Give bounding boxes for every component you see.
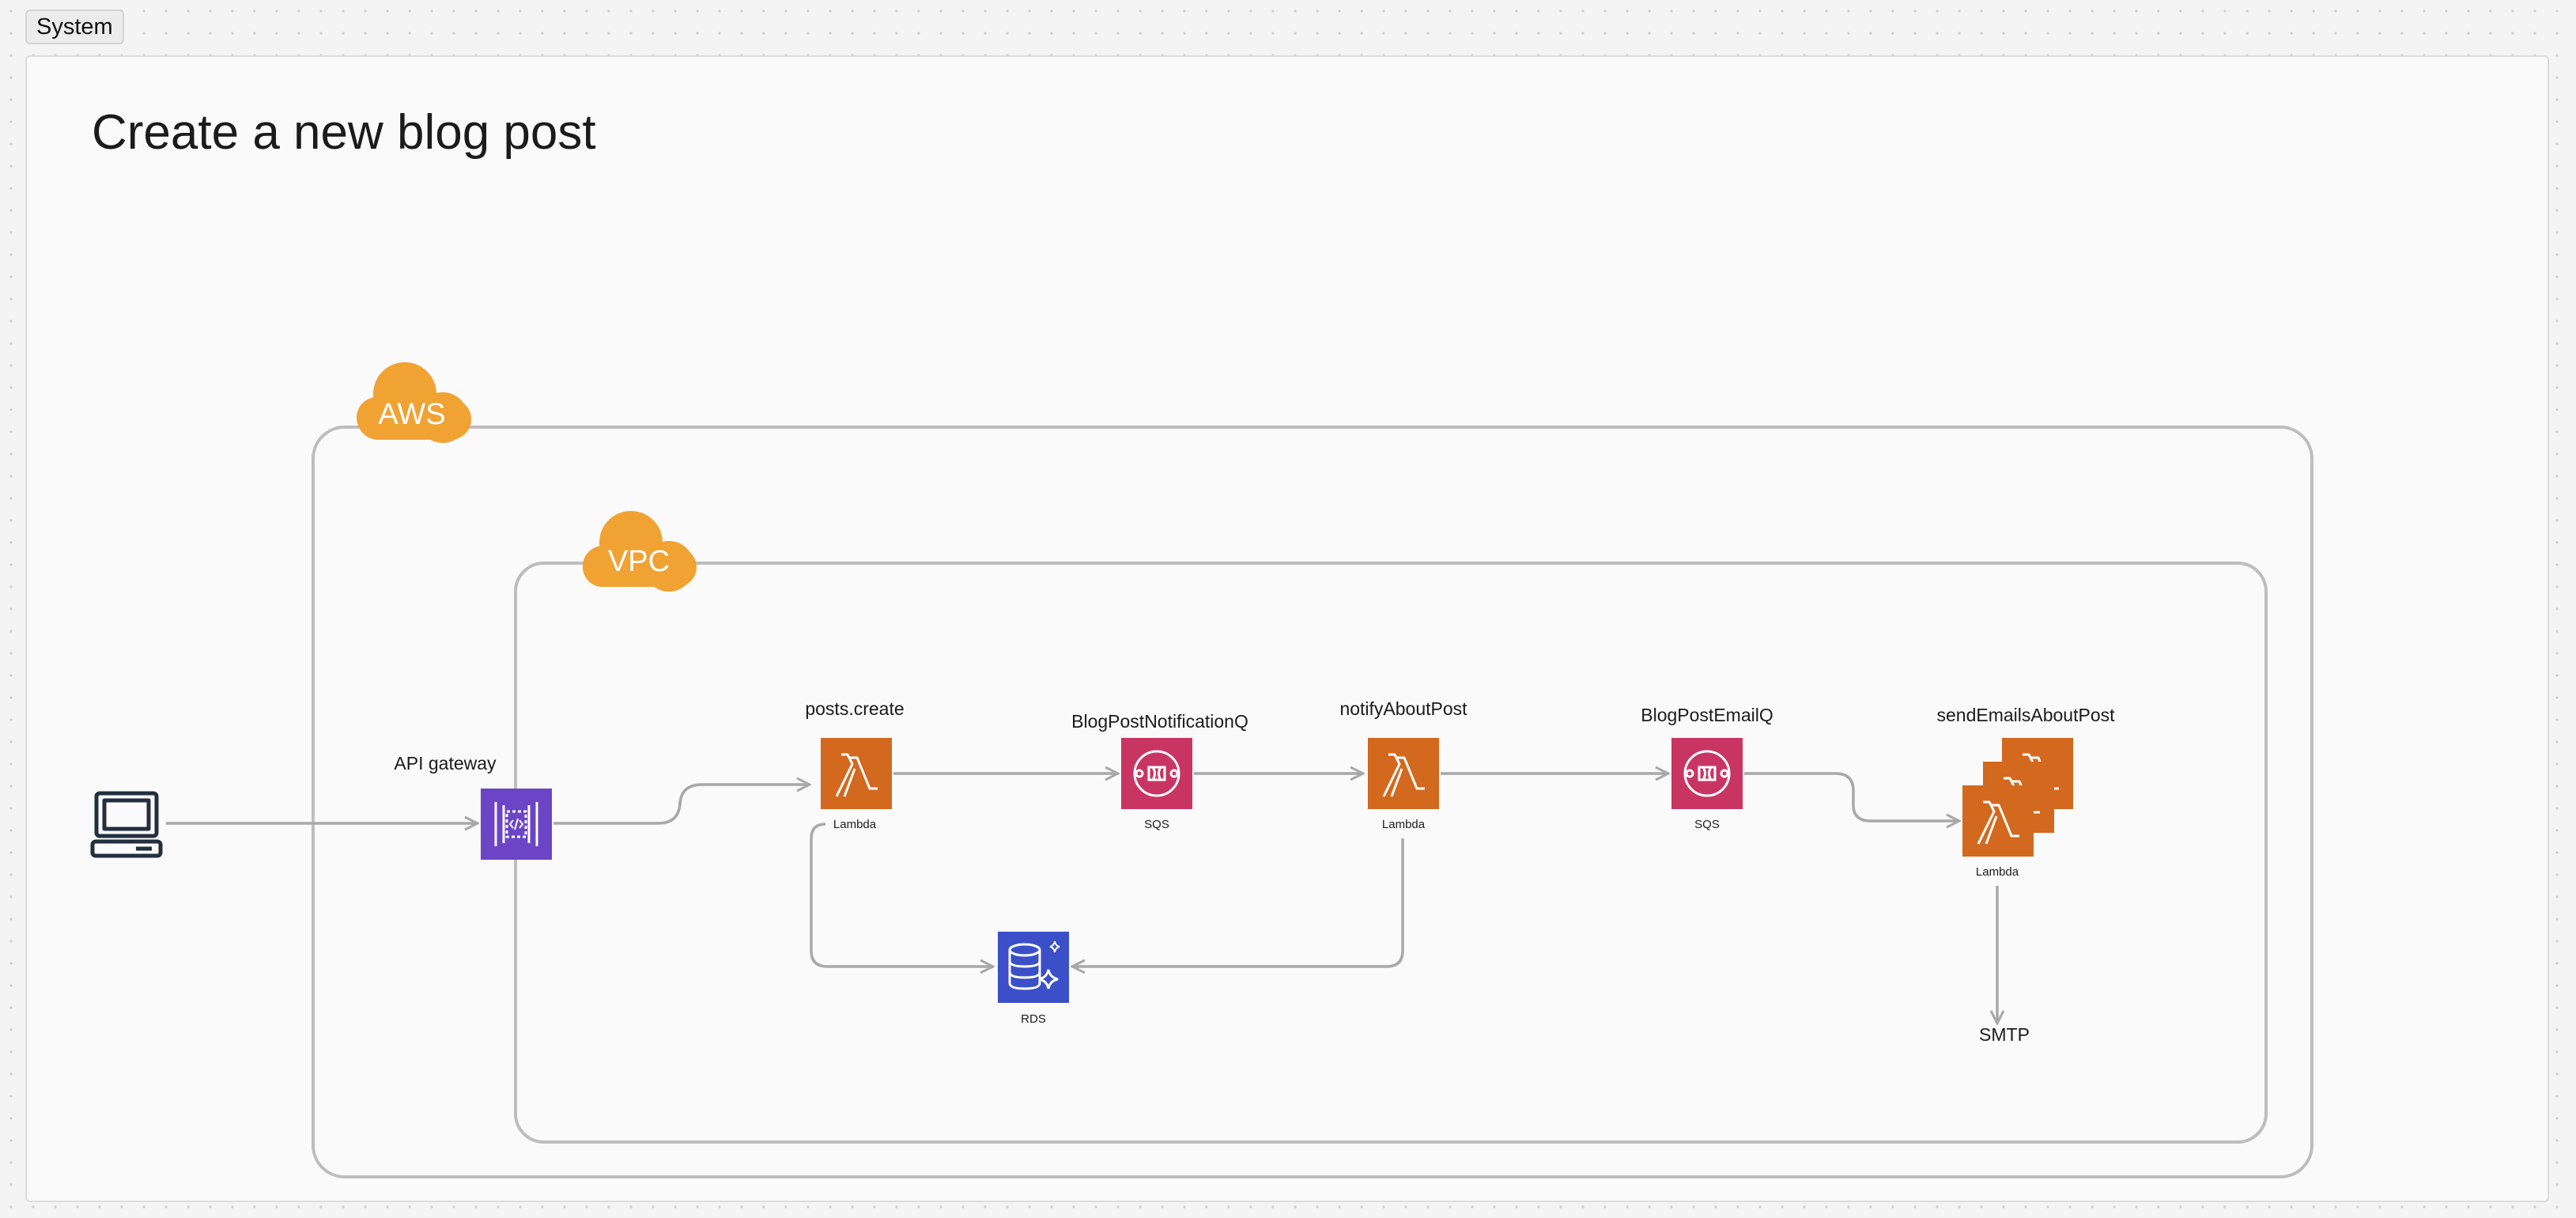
canvas-frame xyxy=(25,55,2549,1202)
edge-api-gateway-to-posts-create xyxy=(553,785,810,825)
posts-create-service-label: Lambda xyxy=(833,818,877,831)
edge-notify-about-post-to-rds xyxy=(1072,838,1404,966)
posts-create-label: posts.create xyxy=(805,698,905,719)
rds-service-label: RDS xyxy=(1021,1012,1046,1026)
email-queue-sqs-icon[interactable] xyxy=(1671,738,1743,809)
send-emails-lambda-stack-icon[interactable] xyxy=(1962,738,2073,857)
notify-about-post-label: notifyAboutPost xyxy=(1339,698,1467,719)
api-gateway-label: API gateway xyxy=(394,753,497,774)
laptop-icon xyxy=(90,791,163,858)
smtp-label: SMTP xyxy=(1979,1024,2030,1045)
posts-create-lambda-icon[interactable] xyxy=(821,738,892,809)
edge-posts-create-to-rds xyxy=(810,823,993,966)
notification-queue-label: BlogPostNotificationQ xyxy=(1071,711,1248,732)
vpc-cloud-icon xyxy=(583,511,697,592)
notification-queue-sqs-icon[interactable] xyxy=(1121,738,1192,809)
notify-about-post-lambda-icon[interactable] xyxy=(1368,738,1439,809)
email-queue-service-label: SQS xyxy=(1694,818,1720,831)
aws-group-label: AWS xyxy=(378,398,446,431)
notification-queue-service-label: SQS xyxy=(1144,818,1169,831)
vpc-group-label: VPC xyxy=(607,545,670,578)
system-tab[interactable]: System xyxy=(25,9,124,44)
edge-email-queue-to-send-emails xyxy=(1744,772,1959,821)
page-title: Create a new blog post xyxy=(92,105,596,160)
send-emails-service-label: Lambda xyxy=(1975,865,2019,879)
aws-group-boundary xyxy=(312,426,2313,1178)
send-emails-label: sendEmailsAboutPost xyxy=(1936,705,2115,725)
rds-icon[interactable] xyxy=(998,932,1069,1003)
notify-about-post-service-label: Lambda xyxy=(1381,818,1426,831)
aws-cloud-icon xyxy=(357,362,471,443)
email-queue-label: BlogPostEmailQ xyxy=(1641,705,1773,725)
api-gateway-icon[interactable] xyxy=(481,789,552,860)
